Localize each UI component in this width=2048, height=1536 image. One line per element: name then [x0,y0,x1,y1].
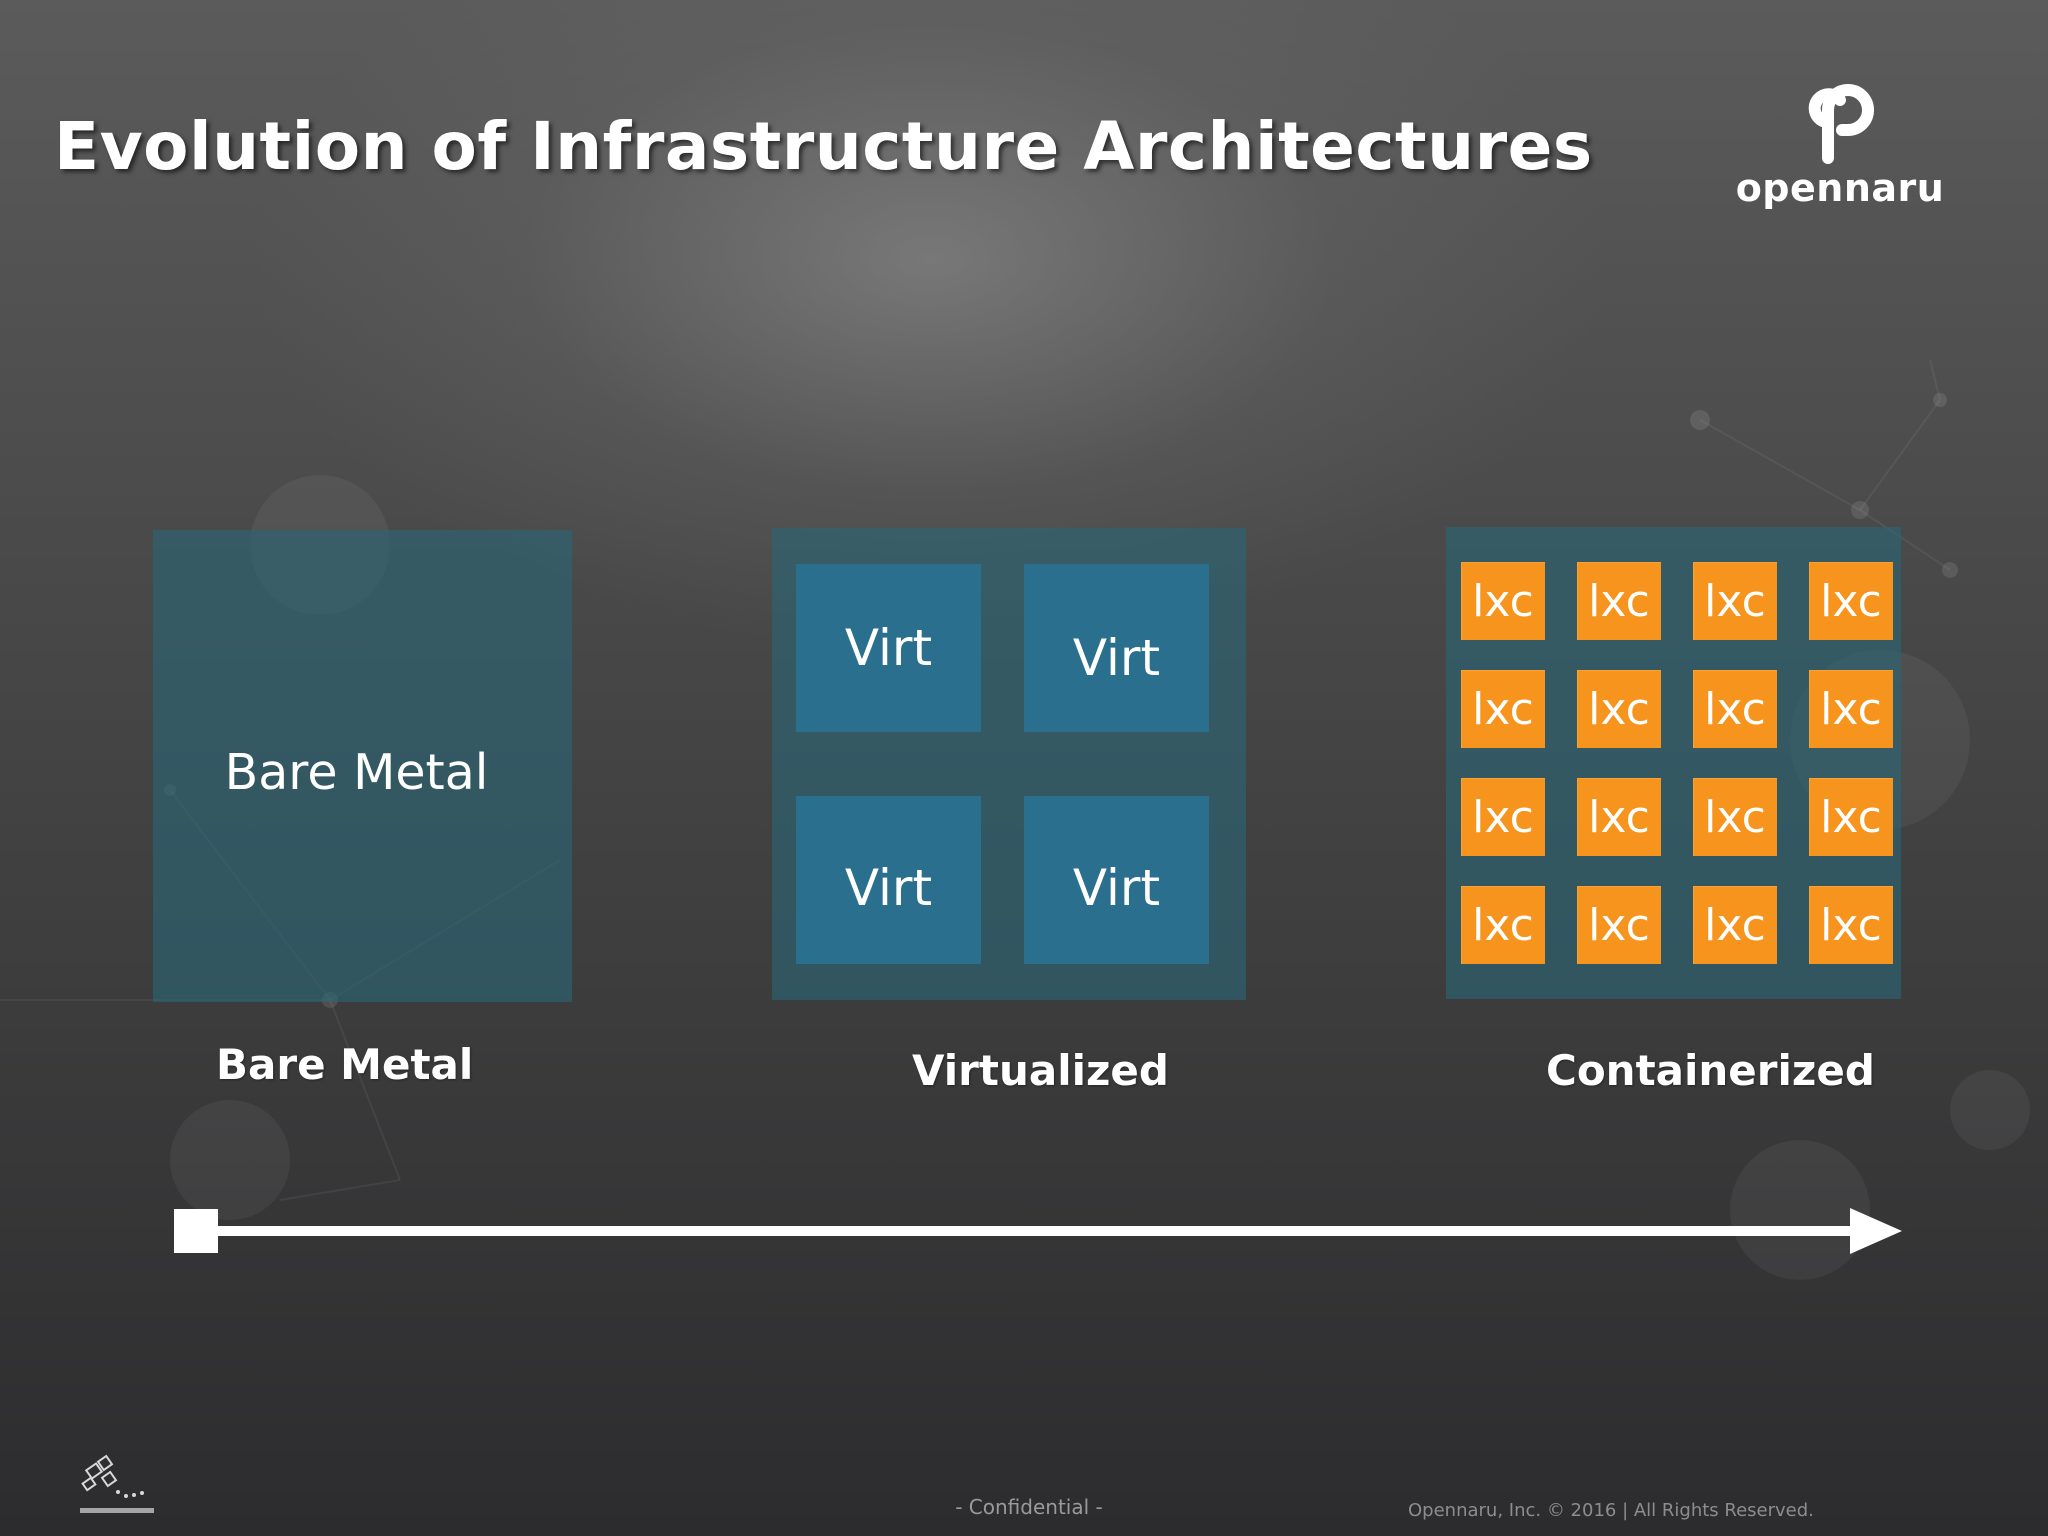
bare-metal-box-label: Bare Metal [224,744,489,801]
virt-box: Virt [1024,796,1209,964]
bare-metal-panel: Bare Metal [153,530,572,1002]
lxc-box: lxc [1461,886,1545,964]
timeline-arrow [174,1208,1902,1254]
timeline-arrowhead-icon [1850,1208,1902,1254]
lxc-box: lxc [1577,562,1661,640]
lxc-box: lxc [1577,670,1661,748]
lxc-box: lxc [1809,670,1893,748]
virtualized-caption: Virtualized [912,1046,1169,1095]
virt-box-label: Virt [844,859,933,917]
lxc-box: lxc [1693,778,1777,856]
timeline-start-square [174,1209,218,1253]
lxc-box: lxc [1809,886,1893,964]
lxc-box: lxc [1577,886,1661,964]
virt-box-label: Virt [1072,629,1161,687]
opennaru-logo: opennaru [1730,70,1950,220]
slide-title: Evolution of Infrastructure Architecture… [54,108,1593,185]
knowledge-logo-icon [80,1454,154,1513]
virt-box: Virt [1024,564,1209,732]
lxc-box: lxc [1809,778,1893,856]
lxc-box: lxc [1693,562,1777,640]
virt-box-label: Virt [844,619,933,677]
timeline-line [214,1226,1854,1236]
lxc-box: lxc [1693,670,1777,748]
lxc-box: lxc [1461,778,1545,856]
footer-copyright: Opennaru, Inc. © 2016 | All Rights Reser… [1408,1500,1814,1521]
virt-box: Virt [796,796,981,964]
logo-wordmark: opennaru [1735,166,1945,210]
virt-box-label: Virt [1072,859,1161,917]
virtualized-panel: Virt Virt Virt Virt [772,528,1246,1000]
lxc-box: lxc [1809,562,1893,640]
lxc-box: lxc [1693,886,1777,964]
footer-confidential: - Confidential - [955,1495,1103,1519]
lxc-box: lxc [1577,778,1661,856]
bare-metal-caption: Bare Metal [216,1040,474,1089]
lxc-grid: lxc lxc lxc lxc lxc lxc lxc lxc lxc lxc … [1461,562,1893,972]
virt-box: Virt [796,564,981,732]
containerized-caption: Containerized [1546,1046,1875,1095]
lxc-box: lxc [1461,670,1545,748]
opennaru-logo-icon [1808,84,1874,164]
containerized-panel: lxc lxc lxc lxc lxc lxc lxc lxc lxc lxc … [1446,527,1901,999]
lxc-box: lxc [1461,562,1545,640]
